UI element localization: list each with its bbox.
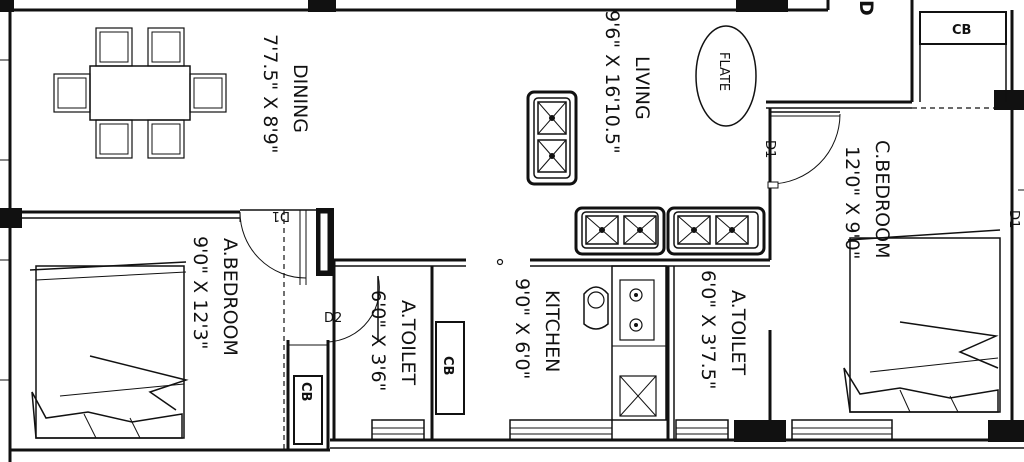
cb-top-cupboard: CB — [919, 11, 1007, 102]
flate-label: FLATE — [716, 52, 731, 91]
bedroom-partition — [240, 208, 334, 450]
middle-walls — [332, 180, 772, 440]
kitchen-counter — [583, 265, 667, 421]
flate-ellipse: FLATE — [695, 25, 757, 127]
top-wall — [0, 0, 830, 12]
a-toilet-right-name: A.TOILET — [727, 290, 749, 375]
door-d1-bedroom-label: D1 — [272, 208, 290, 223]
a-toilet-left-name: A.TOILET — [397, 300, 419, 385]
partial-label-top: D — [855, 0, 877, 16]
a-bedroom-name: A.BEDROOM — [219, 238, 241, 356]
kitchen-name: KITCHEN — [541, 290, 563, 372]
door-d2: D2 — [324, 275, 380, 343]
sofa-vertical — [526, 90, 578, 186]
cb-top-label: CB — [952, 23, 971, 38]
a-bedroom-bed — [29, 261, 189, 439]
door-d1-living-label: D1 — [762, 140, 777, 158]
door-d2-label: D2 — [324, 311, 342, 326]
left-walls — [0, 12, 240, 462]
dining-name: DINING — [289, 64, 311, 133]
dining-size: 7'7.5" X 8'9" — [259, 34, 281, 154]
bottom-wall — [10, 419, 1024, 452]
door-d1-bedroom: D1 — [239, 208, 307, 279]
c-bedroom-name: C.BEDROOM — [871, 140, 893, 258]
door-d1-right: D1 — [1006, 210, 1021, 228]
c-bedroom-walls — [766, 0, 1024, 420]
living-name: LIVING — [631, 56, 653, 120]
a-toilet-right-size: 6'0" X 3'7.5" — [697, 270, 719, 390]
a-toilet-left-size: 6'0" X 3'6" — [367, 290, 389, 391]
a-bedroom-size: 9'0" X 12'3" — [189, 236, 211, 349]
kitchen-size: 9'0" X 6'0" — [511, 278, 533, 379]
sofa-horizontal — [574, 206, 766, 256]
cb-bottom-cupboard: CB — [293, 375, 323, 445]
c-bedroom-size: 12'0" X 9'0" — [841, 146, 863, 259]
door-d1-right-label: D1 — [1006, 210, 1021, 228]
cb-mid-label: CB — [440, 356, 455, 375]
living-size: 9'6" X 16'10.5" — [601, 10, 623, 154]
c-bedroom-bed — [843, 229, 1001, 413]
dining-table — [53, 27, 227, 159]
cb-mid-cupboard: CB — [435, 321, 465, 415]
door-d1-living: D1 — [762, 111, 841, 189]
cb-bottom-label: CB — [298, 382, 313, 401]
